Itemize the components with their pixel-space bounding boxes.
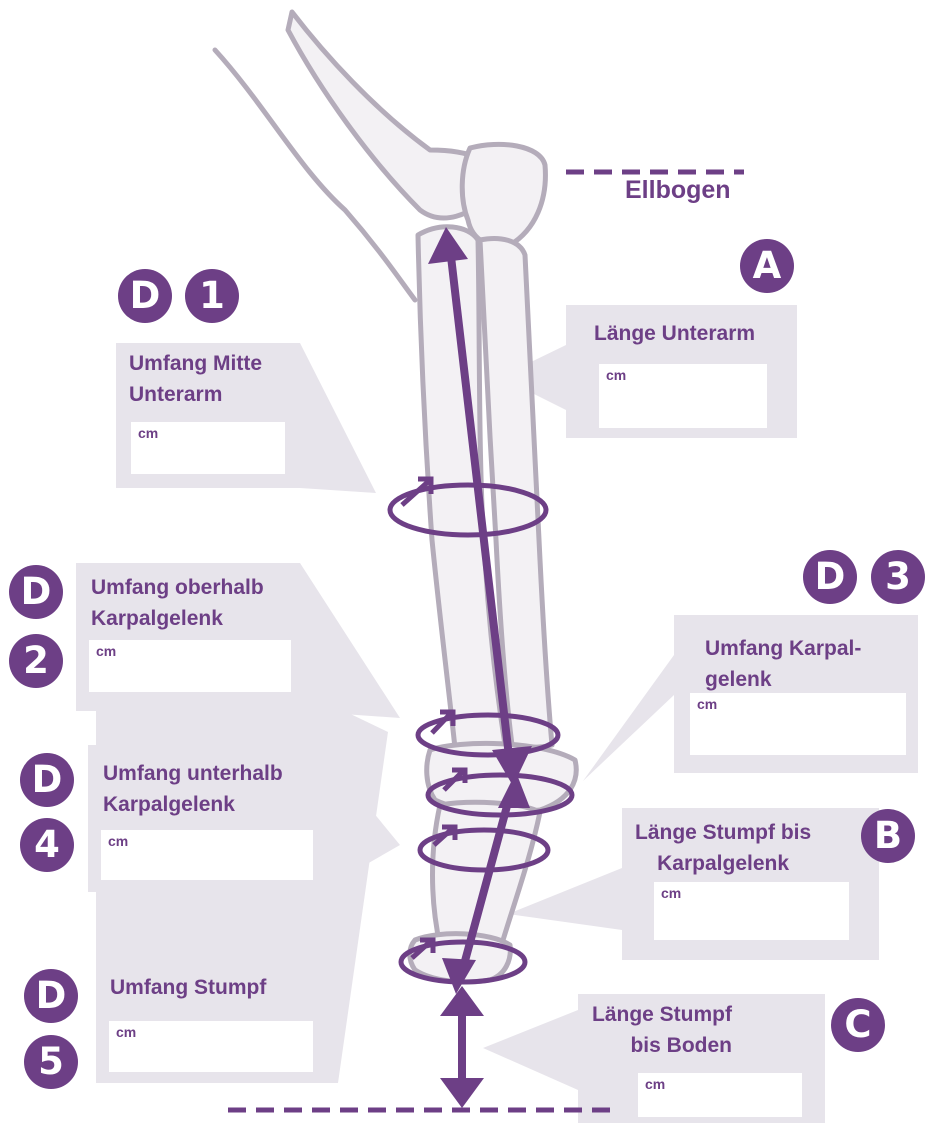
badge-D5-letter: D bbox=[24, 969, 78, 1023]
field-circumference-carpus[interactable]: cm bbox=[690, 693, 906, 755]
input-circumference-stump[interactable] bbox=[109, 1021, 313, 1072]
field-length-stump-to-carpus[interactable]: cm bbox=[654, 882, 849, 940]
input-circumference-carpus[interactable] bbox=[690, 693, 906, 755]
label-circumference-carpus: Umfang Karpal- gelenk bbox=[705, 633, 861, 695]
badge-D2-letter: D bbox=[9, 565, 63, 619]
badge-D2-number: 2 bbox=[9, 634, 63, 688]
label-length-stump-to-ground: Länge Stumpf bis Boden bbox=[592, 999, 732, 1061]
input-length-forearm[interactable] bbox=[599, 364, 767, 428]
elbow-label: Ellbogen bbox=[625, 176, 731, 205]
arrow-C-head-top bbox=[440, 986, 484, 1016]
olecranon bbox=[462, 144, 545, 246]
label-length-forearm: Länge Unterarm bbox=[594, 318, 755, 349]
input-circumference-below-carpus[interactable] bbox=[101, 830, 313, 880]
badge-D3-number: 3 bbox=[871, 550, 925, 604]
badge-A: A bbox=[740, 239, 794, 293]
badge-D1-letter: D bbox=[118, 269, 172, 323]
field-circumference-above-carpus[interactable]: cm bbox=[89, 640, 291, 692]
input-circumference-mid-forearm[interactable] bbox=[131, 422, 285, 474]
field-length-stump-to-ground[interactable]: cm bbox=[638, 1073, 802, 1117]
label-length-stump-to-carpus: Länge Stumpf bis Karpalgelenk bbox=[635, 817, 811, 879]
arrow-C-head-bottom bbox=[440, 1078, 484, 1108]
input-length-stump-to-carpus[interactable] bbox=[654, 882, 849, 940]
input-circumference-above-carpus[interactable] bbox=[89, 640, 291, 692]
field-circumference-below-carpus[interactable]: cm bbox=[101, 830, 313, 880]
badge-D1-number: 1 bbox=[185, 269, 239, 323]
badge-C: C bbox=[831, 998, 885, 1052]
badge-D4-letter: D bbox=[20, 753, 74, 807]
badge-B: B bbox=[861, 809, 915, 863]
label-circumference-mid-forearm: Umfang Mitte Unterarm bbox=[129, 348, 262, 410]
input-length-stump-to-ground[interactable] bbox=[638, 1073, 802, 1117]
badge-D3-letter: D bbox=[803, 550, 857, 604]
badge-D4-number: 4 bbox=[20, 818, 74, 872]
field-circumference-mid-forearm[interactable]: cm bbox=[131, 422, 285, 474]
badge-D5-number: 5 bbox=[24, 1035, 78, 1089]
label-circumference-stump: Umfang Stumpf bbox=[110, 972, 266, 1003]
label-circumference-above-carpus: Umfang oberhalb Karpalgelenk bbox=[91, 572, 264, 634]
label-circumference-below-carpus: Umfang unterhalb Karpalgelenk bbox=[103, 758, 283, 820]
field-circumference-stump[interactable]: cm bbox=[109, 1021, 313, 1072]
field-length-forearm[interactable]: cm bbox=[599, 364, 767, 428]
